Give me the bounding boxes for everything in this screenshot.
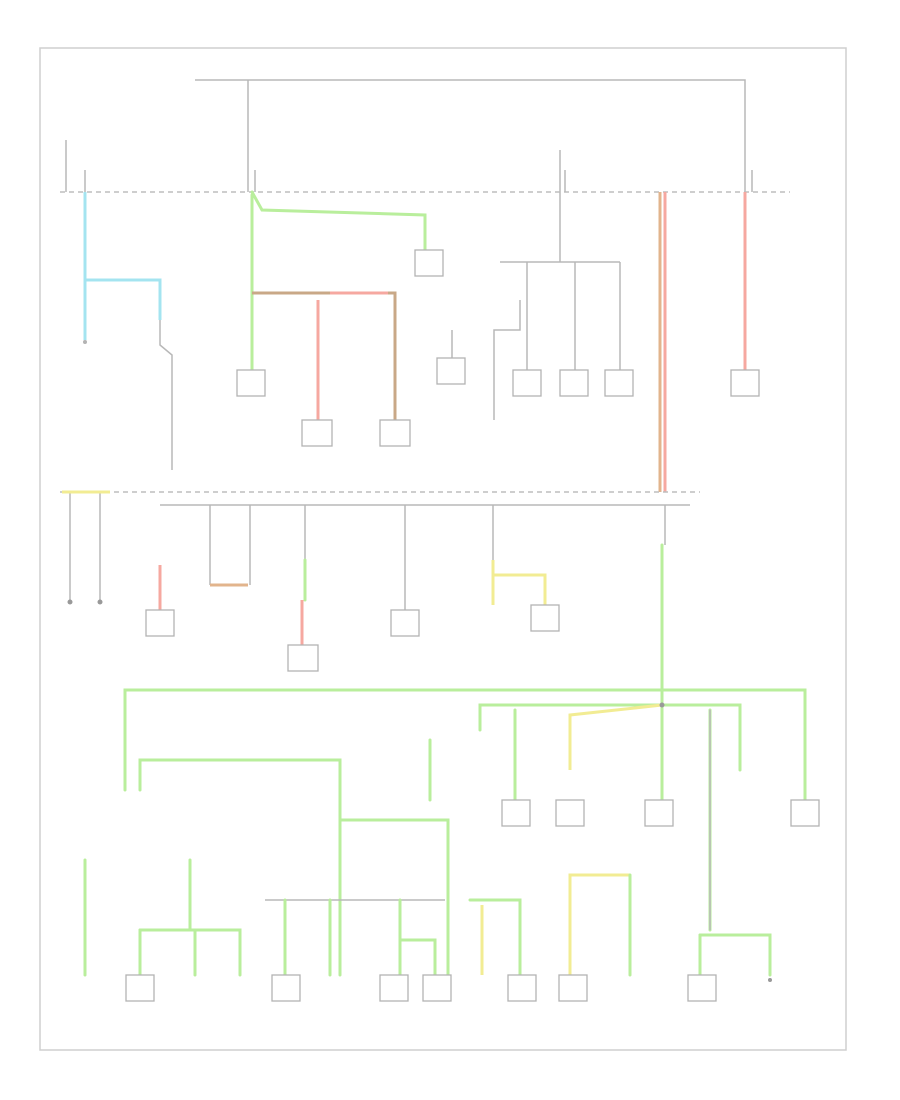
component-l2 (555, 799, 585, 827)
splice-center (659, 702, 665, 708)
diagram-frame (39, 47, 847, 1051)
component-u8 (604, 369, 634, 397)
component-m3 (390, 609, 420, 637)
component-u3 (379, 419, 411, 447)
component-u2 (301, 419, 333, 447)
upper-fuses (84, 170, 753, 192)
component-b1 (125, 974, 155, 1002)
component-l4 (790, 799, 820, 827)
top-feed-wiring (65, 79, 746, 192)
upper-section-wires (83, 190, 747, 492)
component-u1 (236, 369, 266, 397)
component-m4 (530, 604, 560, 632)
ground-u1 (83, 340, 87, 344)
upper-components (83, 249, 760, 447)
component-u4 (414, 249, 444, 277)
component-l3 (644, 799, 674, 827)
component-m1 (145, 609, 175, 637)
component-b7 (687, 974, 717, 1002)
ground-m2 (97, 599, 103, 605)
component-u7 (559, 369, 589, 397)
component-b2 (271, 974, 301, 1002)
lower-fuse-drops (62, 490, 690, 645)
green-distribution (83, 543, 807, 977)
component-b6 (558, 974, 588, 1002)
component-b3 (379, 974, 409, 1002)
component-m2 (287, 644, 319, 672)
component-l1 (501, 799, 531, 827)
middle-components (67, 599, 560, 672)
component-u5 (436, 357, 466, 385)
component-b5 (507, 974, 537, 1002)
component-u6 (512, 369, 542, 397)
ground-b1 (768, 978, 772, 982)
component-b4 (422, 974, 452, 1002)
ground-m1 (67, 599, 73, 605)
lower-components-row-2 (501, 702, 820, 827)
bottom-components (125, 974, 772, 1002)
component-u9 (730, 369, 760, 397)
